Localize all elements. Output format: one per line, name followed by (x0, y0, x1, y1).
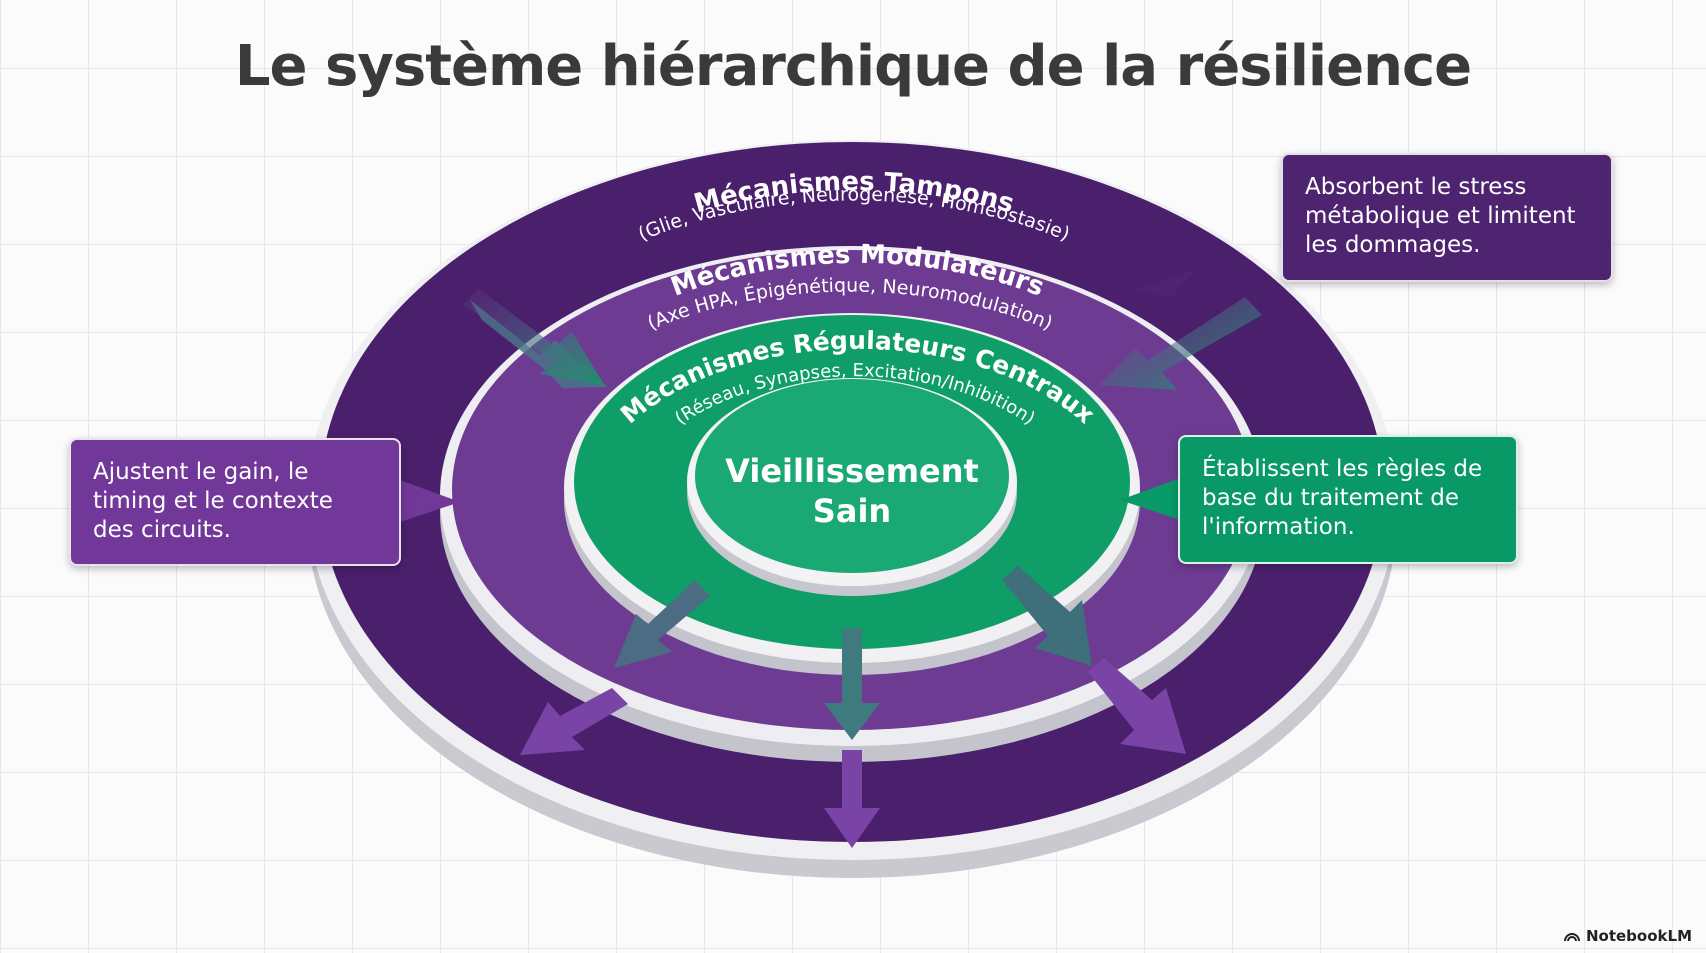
callout-modulateurs-text: Ajustent le gain, le timing et le contex… (93, 459, 333, 543)
outward-arrow-left-inner (614, 580, 710, 668)
page-title: Le système hiérarchique de la résilience (234, 34, 1472, 99)
callout-modulateurs: Ajustent le gain, le timing et le contex… (69, 438, 401, 566)
brand-badge: NotebookLM (1563, 927, 1692, 945)
callout-centraux: Établissent les règles de base du traite… (1178, 435, 1518, 564)
outward-arrow-left-outer (520, 688, 628, 755)
callout-pointer-arrow (1135, 268, 1198, 298)
callout-centraux-text: Établissent les règles de base du traite… (1202, 456, 1483, 540)
callout-tampons: Absorbent le stress métabolique et limit… (1281, 153, 1613, 282)
callout-pointer-left (400, 480, 460, 522)
outward-arrow-center-outer (824, 750, 880, 848)
inward-arrow-left (463, 288, 608, 388)
core-disc (687, 378, 1017, 596)
callout-pointer-right (1120, 478, 1180, 520)
callout-tampons-text: Absorbent le stress métabolique et limit… (1305, 174, 1576, 258)
notebooklm-logo-icon (1563, 933, 1580, 942)
inward-arrow-right (1100, 297, 1262, 390)
outward-arrow-center-inner (824, 628, 880, 740)
outward-arrow-right-outer (1088, 658, 1186, 754)
outward-arrow-right-inner (1002, 566, 1092, 666)
brand-name: NotebookLM (1585, 927, 1692, 945)
core-label-line2: Sain (813, 492, 891, 530)
core-label-line1: Vieillissement (725, 452, 979, 490)
